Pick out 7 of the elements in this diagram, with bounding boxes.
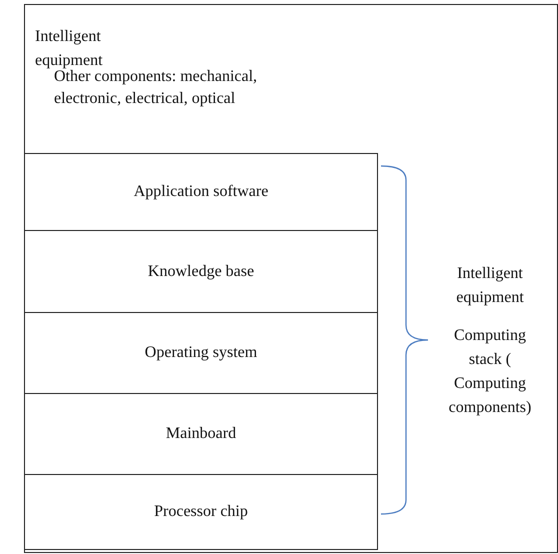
stack-layer: Processor chip [24, 474, 378, 550]
annotation-text: Computing stack ( Computing components) [448, 326, 532, 418]
stack-layer: Application software [24, 153, 378, 231]
outer-box [24, 4, 558, 553]
note-text: Other components: mechanical, electronic, electrical, optical [54, 68, 258, 109]
annotation-text: Intelligent equipment [455, 264, 525, 308]
box-title: Intelligent equipment [35, 27, 104, 70]
